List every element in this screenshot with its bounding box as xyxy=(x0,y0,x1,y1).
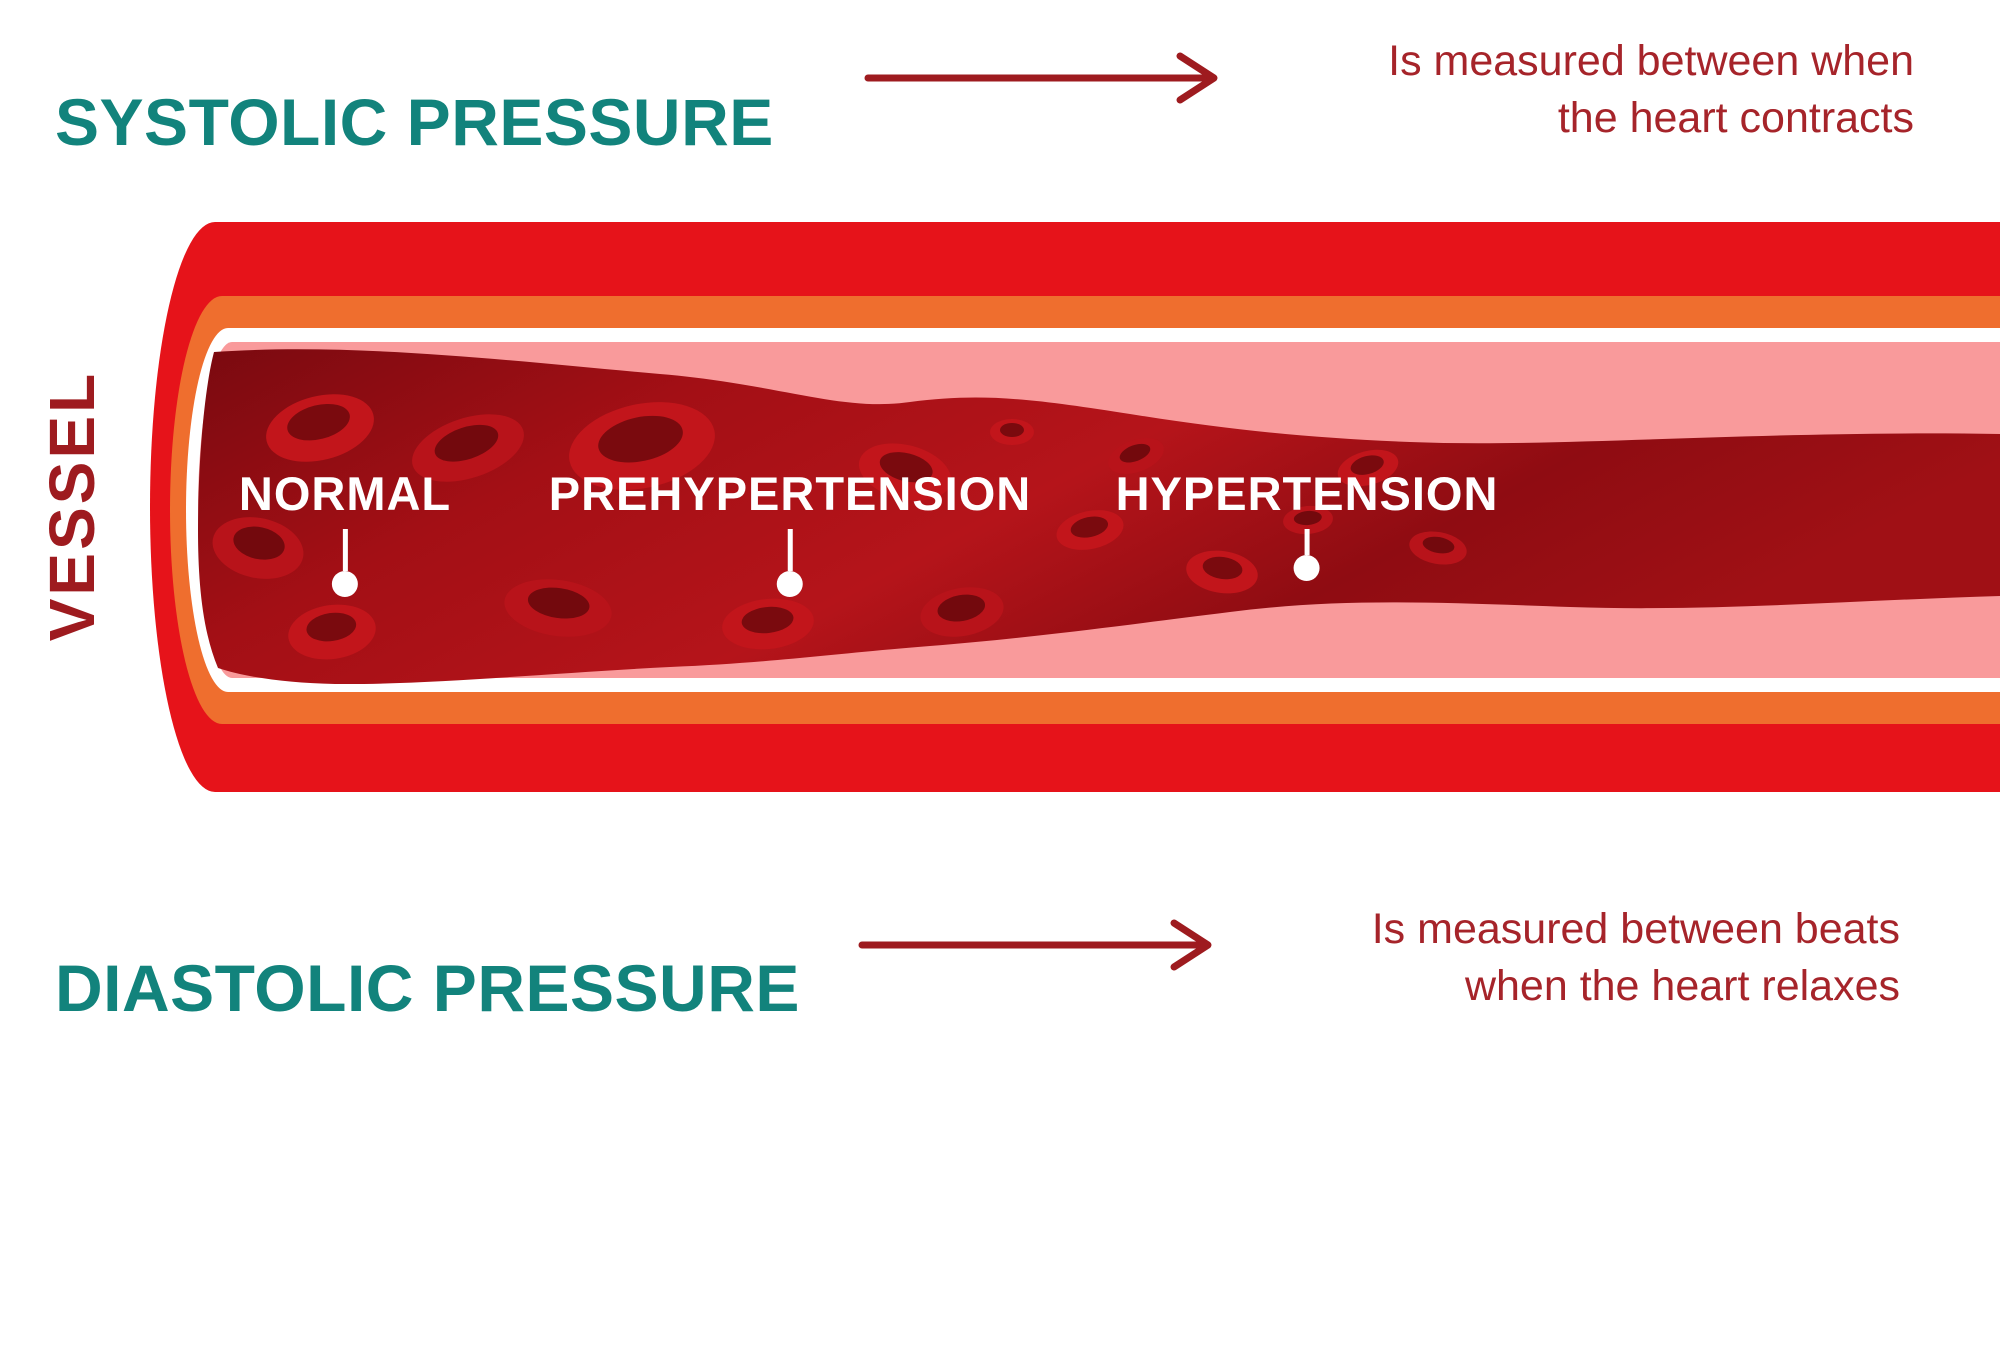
blood-cell xyxy=(1056,510,1124,550)
blood-cell xyxy=(1186,550,1258,594)
blood-cell xyxy=(1283,505,1333,535)
blood-cell xyxy=(504,579,612,637)
blood-cell xyxy=(990,419,1034,445)
blood-cell xyxy=(412,414,524,482)
blood-cell xyxy=(569,402,715,490)
blood-cell xyxy=(1108,437,1164,475)
arrow-right-icon xyxy=(864,52,1218,104)
systolic-note-line2: the heart contracts xyxy=(1557,94,1914,143)
systolic-note: Is measured between when the heart contr… xyxy=(1388,33,1914,147)
leader-dot xyxy=(1294,555,1320,581)
systolic-note-line1: Is measured between when xyxy=(1388,37,1914,85)
blood-cell xyxy=(1409,531,1467,565)
blood-cell xyxy=(920,587,1004,637)
leader-line xyxy=(787,529,793,571)
vessel-illustration xyxy=(150,222,2000,792)
arrow-right-icon xyxy=(858,919,1212,971)
stage-hypertension-label: HYPERTENSION xyxy=(1115,467,1499,520)
systolic-title: SYSTOLIC PRESSURE xyxy=(55,85,774,160)
diastolic-note-line1: Is measured between beats xyxy=(1371,905,1900,953)
blood-cell xyxy=(288,604,376,660)
diastolic-note-line2: when the heart relaxes xyxy=(1464,962,1900,1011)
stage-normal-label: NORMAL xyxy=(238,467,452,520)
stage-hypertension: HYPERTENSION xyxy=(1116,466,1499,581)
blood-cell xyxy=(858,443,952,501)
blood-cell xyxy=(722,598,814,650)
leader-dot xyxy=(776,571,803,597)
blood-cells xyxy=(212,394,1467,660)
stage-prehypertension-label: PREHYPERTENSION xyxy=(548,467,1032,520)
diastolic-note: Is measured between beats when the heart… xyxy=(1372,901,1900,1015)
leader-line xyxy=(342,529,348,571)
leader-line xyxy=(1304,529,1310,555)
leader-dot xyxy=(332,571,358,597)
diastolic-title: DIASTOLIC PRESSURE xyxy=(55,951,800,1026)
blood-cell xyxy=(1337,449,1399,487)
blood-cell xyxy=(212,517,304,579)
blood-cell xyxy=(266,394,374,462)
stage-normal: NORMAL xyxy=(239,466,451,597)
stage-prehypertension: PREHYPERTENSION xyxy=(549,466,1031,597)
